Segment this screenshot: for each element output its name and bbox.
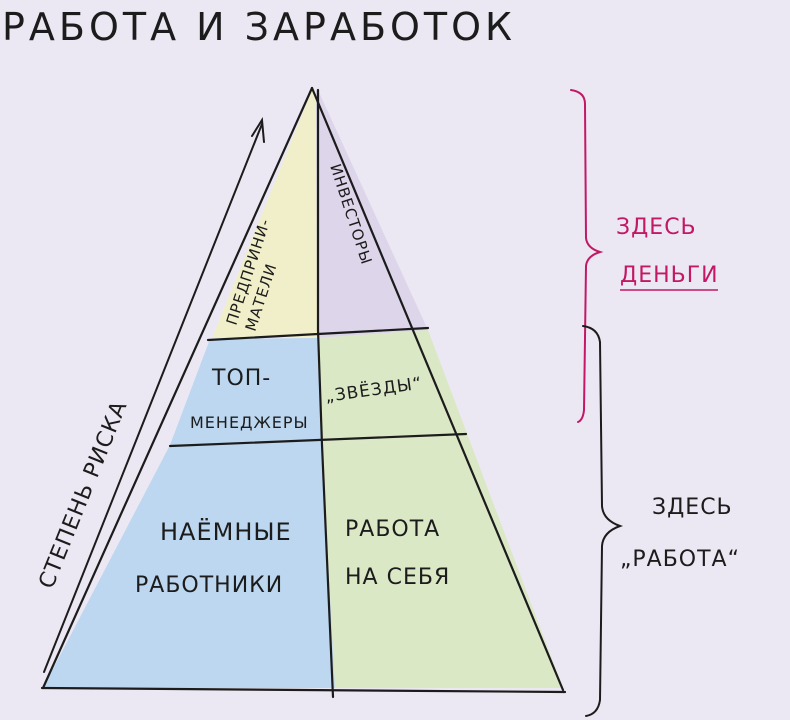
- money-label-line2: ДЕНЬГИ: [620, 263, 719, 288]
- label-employees-line1: НАЁМНЫЕ: [160, 517, 292, 546]
- region-entrepreneurs: [212, 90, 317, 338]
- region-stars: [317, 330, 468, 445]
- region-employees: [43, 445, 335, 688]
- page-title: РАБОТА И ЗАРАБОТОК: [2, 5, 516, 49]
- risk-arrow: [43, 116, 265, 673]
- label-top-managers-line2: МЕНЕДЖЕРЫ: [190, 413, 309, 432]
- tier-divider-middle: [168, 432, 468, 448]
- money-label-line1: ЗДЕСЬ: [616, 215, 697, 240]
- region-top-managers: [170, 338, 322, 445]
- pyramid-left-edge: [41, 86, 314, 690]
- label-self-employed-line1: РАБОТА: [345, 517, 440, 542]
- money-bracket: [570, 89, 604, 423]
- label-employees-line2: РАБОТНИКИ: [135, 573, 283, 598]
- label-self-employed-line2: НА СЕБЯ: [345, 565, 450, 590]
- pyramid-right-edge: [310, 86, 565, 692]
- region-investors: [316, 90, 428, 338]
- work-label-line1: ЗДЕСЬ: [652, 495, 733, 520]
- center-divider: [316, 88, 335, 699]
- pyramid-outline: [40, 86, 567, 699]
- region-self-employed: [322, 436, 563, 688]
- pyramid-base: [40, 686, 567, 694]
- label-top-managers-line1: ТОП-: [211, 366, 271, 391]
- work-label-line2: „РАБОТА“: [620, 547, 740, 572]
- work-bracket: [582, 325, 624, 717]
